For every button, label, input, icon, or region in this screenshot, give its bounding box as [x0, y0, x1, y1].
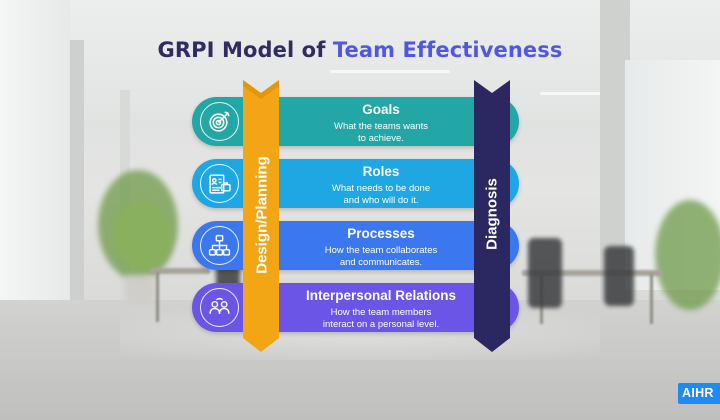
- row-processes: Processes How the team collaborates and …: [192, 221, 519, 270]
- row-title: Processes: [272, 226, 490, 241]
- row-goals: Goals What the teams wants to achieve.: [192, 97, 519, 146]
- row-description: How the team members interact on a perso…: [272, 307, 490, 330]
- roles-icon: [200, 164, 239, 203]
- ribbon-label-diagnosis: Diagnosis: [484, 178, 501, 250]
- row-description: What the teams wants to achieve.: [272, 121, 490, 144]
- row-description: How the team collaborates and communicat…: [272, 245, 490, 268]
- logo-text: AIHR: [682, 386, 714, 400]
- target-icon: [200, 102, 239, 141]
- flowchart-icon: [200, 226, 239, 265]
- row-description-line: What needs to be done: [332, 183, 430, 194]
- title-part: GRPI Model of: [158, 38, 333, 62]
- row-interpersonal-relations: Interpersonal Relations How the team mem…: [192, 283, 519, 332]
- plant-pot: [125, 275, 155, 305]
- title-accent: Team Effectiveness: [333, 38, 563, 62]
- plant: [112, 200, 172, 270]
- row-title: Roles: [272, 164, 490, 179]
- row-description-line: interact on a personal level.: [323, 319, 439, 330]
- desk-leg: [156, 272, 159, 322]
- plant: [655, 200, 720, 310]
- ribbon-label-design-planning: Design/Planning: [254, 156, 271, 274]
- row-description-line: How the team collaborates: [325, 245, 437, 256]
- row-description: What needs to be done and who will do it…: [272, 183, 490, 206]
- row-description-line: and who will do it.: [344, 195, 419, 206]
- desk-leg: [650, 274, 653, 324]
- pillar: [70, 40, 84, 340]
- page-title: GRPI Model of Team Effectiveness: [0, 38, 720, 62]
- row-roles: Roles What needs to be done and who will…: [192, 159, 519, 208]
- row-title: Goals: [272, 102, 490, 117]
- chair: [604, 246, 634, 306]
- people-icon: [200, 288, 239, 327]
- aihr-logo: AIHR: [678, 383, 720, 404]
- row-title: Interpersonal Relations: [272, 288, 490, 303]
- chair: [528, 238, 562, 308]
- row-description-line: and communicates.: [340, 257, 422, 268]
- row-description-line: How the team members: [331, 307, 432, 318]
- desk: [150, 268, 210, 274]
- row-description-line: What the teams wants: [334, 121, 428, 132]
- ceiling-light: [330, 70, 450, 73]
- row-description-line: to achieve.: [358, 133, 404, 144]
